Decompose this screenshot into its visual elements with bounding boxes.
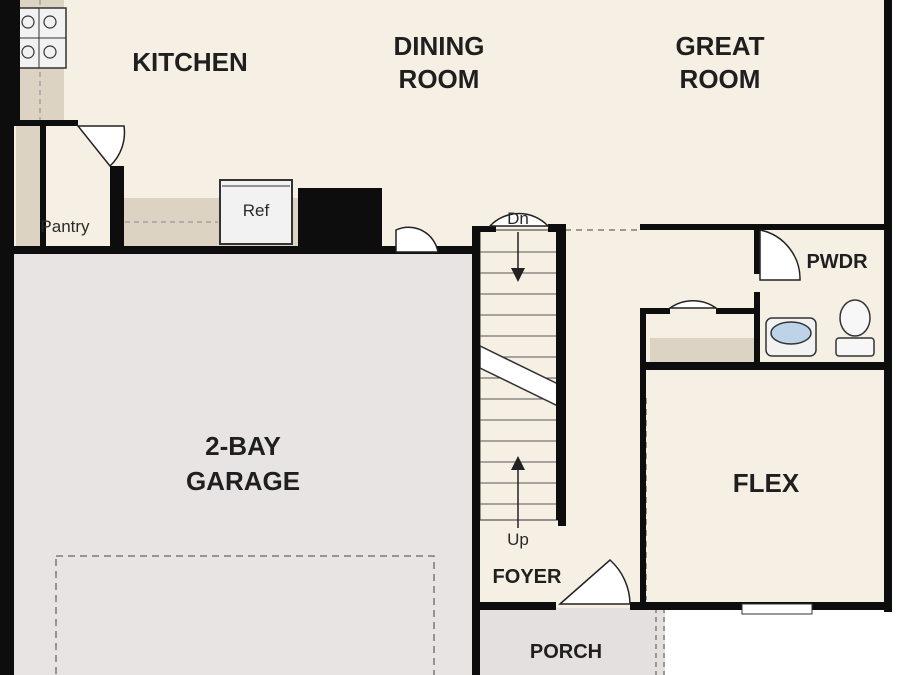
stairs-down-label: Dn [507, 209, 529, 228]
kitchen-label: KITCHEN [132, 47, 248, 77]
stove-icon [13, 7, 67, 69]
pwdr-label: PWDR [806, 251, 868, 273]
foyer-label: FOYER [493, 566, 562, 588]
garage-label-line2: GARAGE [186, 466, 300, 496]
garage-floor-fill [14, 252, 476, 675]
flex-floor-fill [648, 368, 890, 608]
flex-window [741, 603, 813, 615]
porch-label: PORCH [530, 641, 602, 663]
pantry-label: Pantry [40, 217, 90, 236]
refrigerator-label: Ref [243, 201, 270, 220]
door-swings [76, 125, 801, 605]
pantry-side-counter [16, 124, 42, 246]
great-room-label-line1: GREAT [675, 31, 764, 61]
outside-right [892, 0, 900, 675]
toilet-icon [835, 299, 875, 357]
pwdr-vanity-counter [650, 338, 754, 362]
refrigerator [219, 179, 293, 245]
dining-room-label-line1: DINING [394, 31, 485, 61]
arrow-up-icon [511, 456, 525, 528]
dining-room-label-line2: ROOM [399, 64, 480, 94]
sink-icon [765, 317, 817, 357]
garage-label-line1: 2-BAY [205, 431, 281, 461]
flex-label: FLEX [733, 468, 800, 498]
stairs-up-label: Up [507, 530, 529, 549]
arrow-down-icon [511, 232, 525, 282]
great-room-right-wall [884, 0, 892, 230]
utility-block [298, 188, 382, 250]
great-room-label-line2: ROOM [680, 64, 761, 94]
porch-floor-fill [480, 608, 665, 675]
